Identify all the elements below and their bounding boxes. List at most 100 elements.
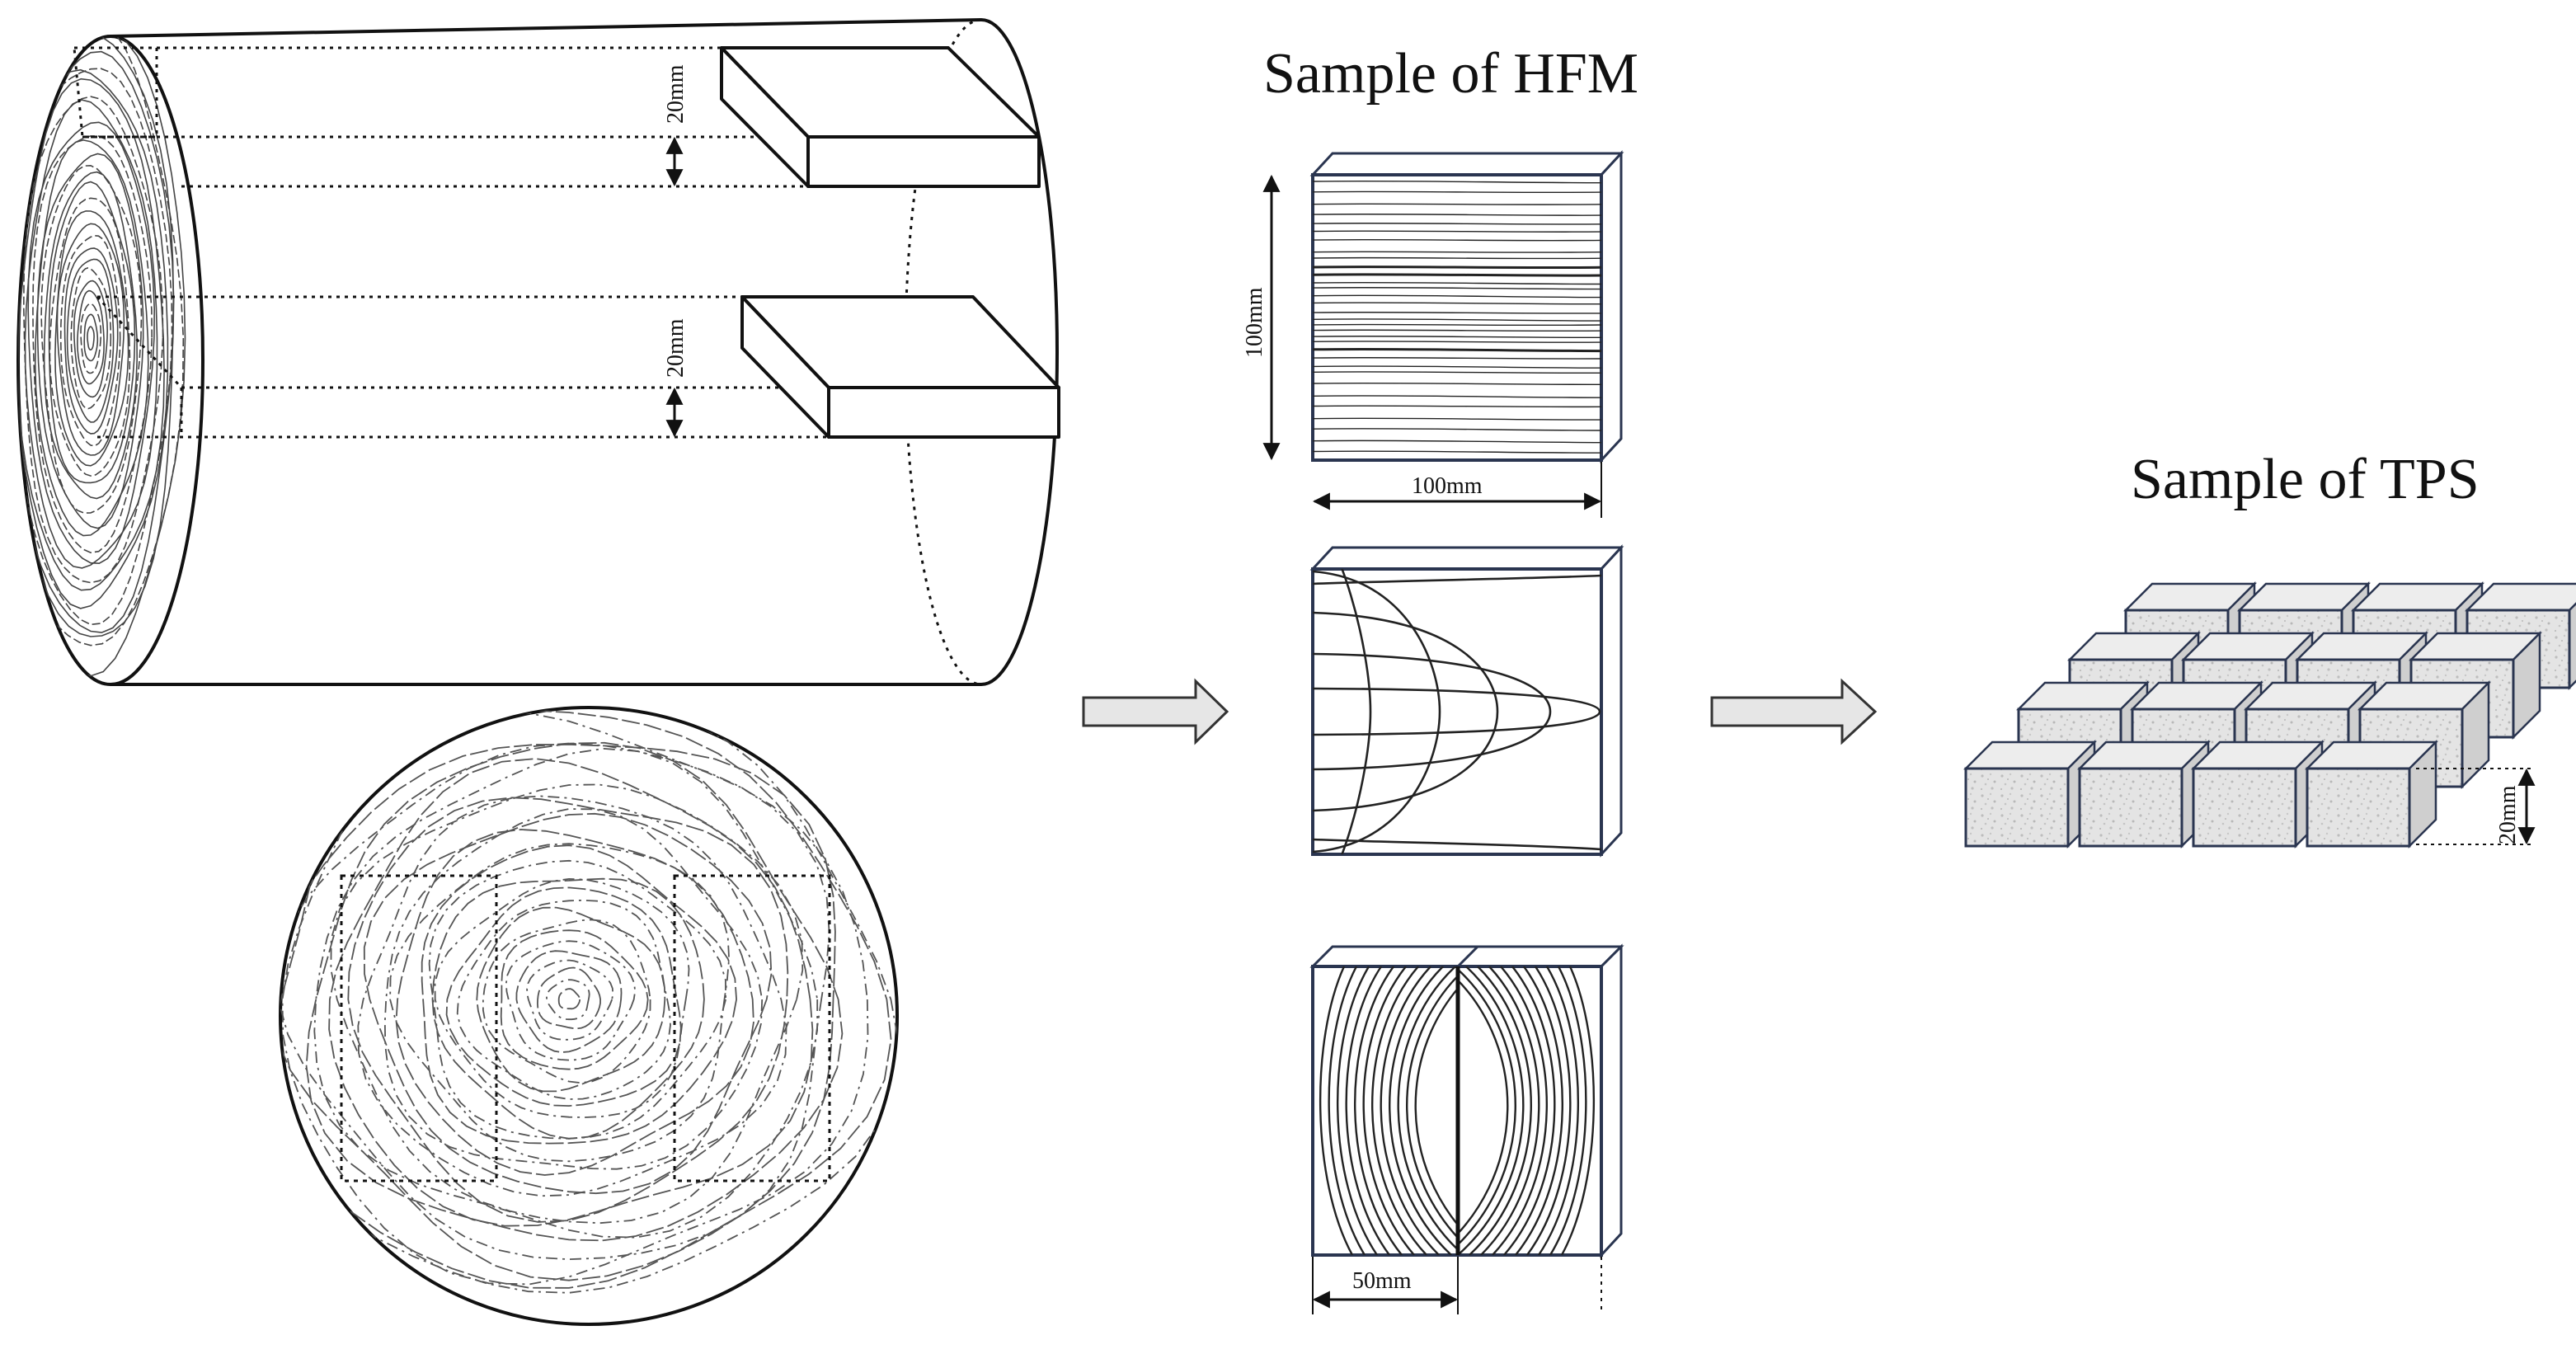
grain-line: [1313, 652, 1552, 771]
grain-line: [1313, 318, 1601, 322]
log-end-growth-rings: [18, 36, 186, 677]
tps-dim-label: 20mm: [2495, 785, 2521, 844]
grain-line: [1389, 966, 1452, 1255]
grain-line: [1526, 966, 1572, 1255]
hfm3-left-grain-lines: [1319, 966, 1458, 1255]
grain-line: [1313, 203, 1601, 205]
growth-ring: [526, 959, 614, 1041]
hfm2-side-face: [1600, 544, 1623, 858]
grain-line: [1341, 569, 1372, 854]
grain-line: [1313, 256, 1601, 260]
growth-ring: [445, 886, 682, 1107]
grain-line: [1313, 574, 1601, 585]
grain-line: [1313, 405, 1601, 408]
grain-line: [1380, 966, 1440, 1255]
hfm2-top-face: [1309, 546, 1624, 571]
grain-line: [1313, 329, 1601, 332]
grain-line: [1538, 966, 1579, 1255]
grain-line: [1313, 302, 1601, 305]
growth-ring: [87, 326, 95, 350]
growth-ring: [22, 96, 164, 584]
grain-line: [1362, 966, 1415, 1255]
growth-ring: [434, 877, 690, 1118]
grain-line: [1354, 966, 1403, 1255]
hfm3-right-grain-lines: [1458, 966, 1595, 1255]
grain-line: [1313, 335, 1601, 339]
grain-line: [1337, 966, 1378, 1255]
growth-ring: [500, 929, 649, 1070]
cross-section-outline: [279, 706, 899, 1326]
grain-line: [1313, 266, 1601, 270]
log-top-edge: [110, 18, 982, 38]
growth-ring: [70, 267, 112, 410]
grain-line: [1503, 966, 1556, 1255]
grain-line: [1414, 986, 1458, 1227]
grain-line: [1313, 190, 1601, 194]
hfm1-front-face: [1311, 173, 1603, 462]
growth-ring: [40, 164, 143, 515]
grain-line: [1458, 966, 1525, 1255]
hfm3-top-split: [1456, 945, 1479, 968]
grain-line: [1313, 417, 1601, 421]
growth-ring: [363, 812, 773, 1195]
growth-ring: [536, 966, 602, 1030]
growth-ring: [431, 877, 705, 1140]
growth-ring: [328, 758, 814, 1227]
growth-ring: [476, 906, 666, 1093]
grain-line: [1313, 382, 1601, 386]
grain-line: [1458, 979, 1509, 1235]
upper-slab-dim-label: 20mm: [663, 64, 689, 124]
growth-ring: [389, 843, 731, 1163]
grain-line: [1313, 450, 1601, 454]
grain-line: [1313, 838, 1601, 851]
tps-cube: [1963, 739, 2098, 849]
right-block-arrow-icon: [1710, 678, 1878, 745]
growth-ring: [280, 743, 836, 1281]
growth-ring: [428, 859, 727, 1140]
grain-line: [1328, 966, 1366, 1255]
log-cross-section: [279, 706, 899, 1326]
growth-ring: [54, 210, 129, 467]
grain-line: [1313, 294, 1601, 299]
cross-section-left-cut: [340, 874, 498, 1182]
growth-ring: [313, 747, 819, 1239]
grain-line: [1313, 428, 1601, 431]
grain-line: [1313, 687, 1601, 736]
growth-ring: [280, 708, 897, 1294]
growth-ring: [505, 940, 637, 1061]
growth-ring: [34, 139, 149, 537]
grain-line: [1397, 966, 1458, 1251]
cube-front: [1964, 767, 2070, 848]
growth-ring: [36, 153, 144, 529]
growth-ring: [32, 135, 153, 554]
hfm1-grain-lines: [1313, 180, 1601, 454]
grain-line: [1313, 570, 1441, 853]
growth-ring: [347, 797, 789, 1223]
grain-line: [1345, 966, 1390, 1255]
growth-ring: [383, 808, 764, 1170]
growth-ring: [48, 181, 136, 484]
tps-dimension: 20mm: [2416, 768, 2536, 845]
growth-ring: [18, 50, 175, 633]
grain-line: [1469, 966, 1532, 1255]
grain-line: [1492, 966, 1548, 1255]
grain-line: [1313, 222, 1601, 225]
grain-line: [1371, 966, 1427, 1255]
middle-slab: [740, 295, 1060, 439]
growth-ring: [395, 829, 754, 1176]
growth-ring: [56, 223, 125, 456]
grain-line: [1480, 966, 1540, 1255]
growth-ring: [83, 313, 99, 362]
cross-section-right-cut: [673, 874, 831, 1182]
grain-line: [1313, 230, 1601, 233]
hfm1-width-label: 100mm: [1412, 473, 1483, 499]
grain-line: [1313, 281, 1601, 285]
growth-ring: [59, 234, 121, 447]
hfm3-width-label: 50mm: [1352, 1268, 1412, 1294]
grain-line: [1313, 395, 1601, 398]
grain-line: [1313, 341, 1601, 343]
grain-line: [1313, 238, 1601, 242]
growth-ring: [515, 950, 623, 1054]
growth-ring: [73, 280, 109, 398]
